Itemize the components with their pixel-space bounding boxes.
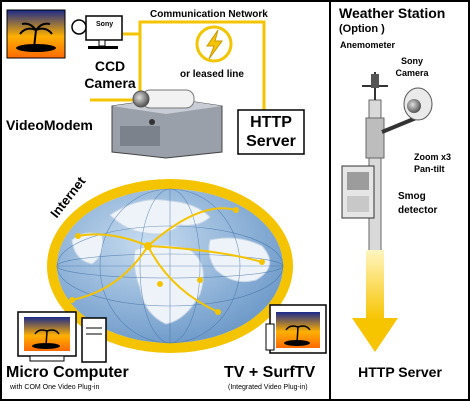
zoom-label: Zoom x3: [414, 152, 452, 162]
micro-computer-icon: [17, 311, 107, 363]
http-server-box: [237, 109, 305, 155]
ccd-label: CCD: [94, 58, 126, 74]
communication-network-label: Communication Network: [150, 9, 268, 20]
micro-computer-sub-label: with COM One Video Plug-in: [10, 384, 100, 391]
down-arrow-icon: [352, 250, 398, 352]
micro-computer-label: Micro Computer: [6, 364, 129, 381]
tv-icon: [265, 304, 327, 354]
smog-line2-label: detector: [398, 205, 438, 216]
weather-station-label: Weather Station: [339, 5, 446, 21]
ccd-camera-icon: [71, 15, 123, 49]
globe-icon: [47, 179, 293, 353]
lightning-icon: [195, 25, 233, 63]
anemometer-label: Anemometer: [340, 40, 396, 50]
pan-tilt-label: Pan-tilt: [414, 164, 445, 174]
videomodem-label: VideoModem: [6, 117, 93, 133]
smog-line1-label: Smog: [398, 191, 426, 202]
sony-tag-label: Sony: [96, 21, 114, 28]
tv-surftv-sub-label: (Integrated Video Plug-in): [228, 384, 308, 391]
server-label: Server: [246, 133, 296, 150]
videomodem-device-icon: [111, 89, 223, 159]
http-server-bottom-label: HTTP Server: [358, 364, 442, 380]
tv-surftv-label: TV + SurfTV: [224, 364, 316, 381]
weather-option-label: (Option ): [339, 23, 385, 35]
http-label: HTTP: [250, 114, 292, 131]
sony-camera-line2-label: Camera: [395, 68, 429, 78]
camera-label: Camera: [84, 75, 136, 91]
leased-line-label: or leased line: [180, 69, 244, 80]
sunset-logo-icon: [6, 9, 66, 59]
sony-camera-line1-label: Sony: [400, 56, 423, 66]
